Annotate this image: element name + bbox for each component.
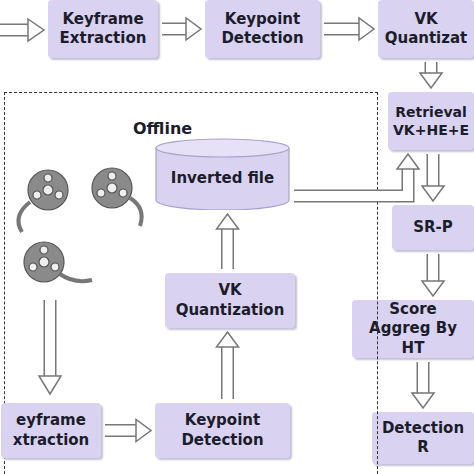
hollow-arrow: [217, 332, 239, 399]
film-reels: [18, 168, 141, 282]
arrow-shaft-fill: [428, 154, 438, 187]
hollow-arrow: [162, 18, 201, 40]
arrow-shaft-fill: [418, 362, 428, 394]
arrow-head: [397, 154, 419, 169]
arrow-shaft: [427, 254, 440, 282]
arrow-shaft-fill: [105, 426, 137, 436]
arrow-shaft-fill: [428, 254, 438, 282]
arrow-shaft: [162, 23, 187, 36]
arrow-shaft: [221, 346, 234, 399]
group-title: Offline: [133, 119, 192, 140]
node-label: Keypoint Detection: [159, 411, 286, 450]
process-box: Keypoint Detection: [155, 403, 290, 458]
process-box: Keyframe Extraction: [48, 0, 158, 58]
node-label: Keyframe Extraction: [52, 10, 154, 49]
group-region: OfflineInverted file VK Quantization eyfra…: [4, 92, 378, 474]
database-cylinder: Inverted file: [155, 138, 290, 210]
hollow-arrow: [420, 62, 442, 88]
arrow-head: [136, 420, 151, 442]
arrow-shaft-fill: [162, 24, 187, 34]
node-label: eyframe xtraction: [5, 411, 97, 450]
arrow-shaft: [294, 168, 408, 196]
arrow-shaft: [417, 362, 430, 394]
node-label: Score Aggreg By HT: [356, 300, 470, 359]
arrow-head: [412, 393, 434, 408]
arrow-shaft-fill: [324, 24, 360, 34]
arrow-head: [217, 332, 239, 347]
arrow-shaft-fill: [223, 346, 233, 399]
arrow-shaft-fill: [294, 168, 408, 196]
process-box: Retrieval VK+HE+E: [388, 92, 474, 150]
node-label: Keypoint Detection: [209, 10, 316, 49]
node-label: VK Quantization: [169, 281, 291, 320]
process-box: eyframe xtraction: [1, 403, 101, 458]
arrow-shaft-fill: [223, 228, 233, 269]
arrow-head: [186, 18, 201, 40]
node-label: Retrieval VK+HE+E: [392, 103, 470, 139]
node-label: Detection R: [376, 419, 470, 458]
arrow-shaft-fill: [426, 62, 436, 74]
process-box: SR-P: [392, 205, 474, 250]
arrow-head: [420, 73, 442, 88]
hollow-arrow: [422, 254, 444, 296]
node-label: SR-P: [413, 218, 453, 238]
process-box: Keypoint Detection: [205, 0, 320, 58]
hollow-arrow: [105, 420, 151, 442]
node-label: Inverted file: [171, 169, 274, 189]
process-box: Detection R: [372, 412, 474, 464]
arrow-shaft: [425, 62, 438, 74]
hollow-arrow: [294, 154, 419, 196]
process-box: VK Quantization: [165, 273, 295, 328]
arrow-shaft: [221, 228, 234, 269]
node-label: VK Quantizat: [382, 10, 470, 49]
arrow-head: [217, 214, 239, 229]
arrow-head: [422, 186, 444, 201]
hollow-arrow: [324, 18, 374, 40]
hollow-arrow: [217, 214, 239, 269]
hollow-arrow: [39, 300, 61, 394]
arrow-head: [422, 281, 444, 296]
arrow-head: [359, 18, 374, 40]
process-box: VK Quantizat: [378, 0, 474, 58]
arrow-shaft: [324, 23, 360, 36]
arrow-shaft: [427, 154, 440, 187]
process-box: Score Aggreg By HT: [352, 300, 474, 358]
hollow-arrow: [412, 362, 434, 408]
arrow-shaft: [105, 424, 137, 437]
hollow-arrow: [0, 19, 44, 41]
hollow-arrow: [422, 154, 444, 201]
